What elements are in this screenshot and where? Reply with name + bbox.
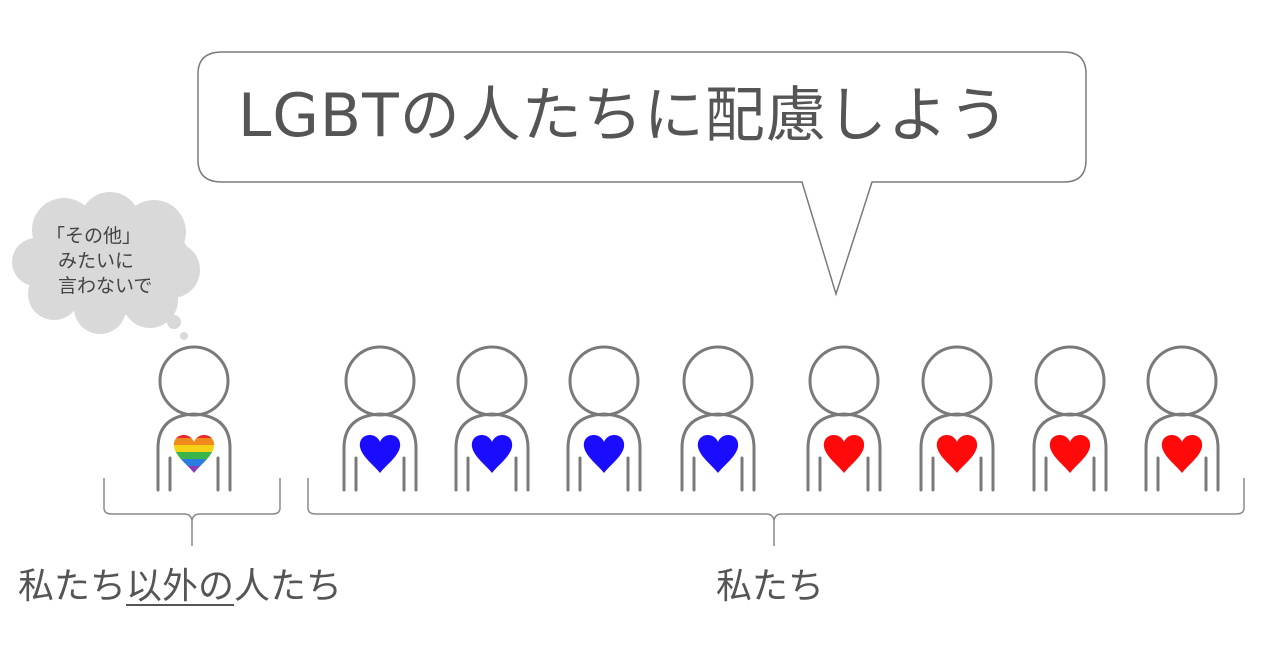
person-figure <box>1144 345 1220 492</box>
person-figure <box>156 345 232 492</box>
red-heart-icon <box>936 434 978 473</box>
label-others: 私たち以外の人たち <box>18 562 342 612</box>
person-body <box>919 412 995 492</box>
person-body <box>566 412 642 492</box>
person-head <box>456 345 528 417</box>
speech-bubble <box>197 51 1087 297</box>
red-heart-icon <box>823 434 865 473</box>
person-body <box>342 412 418 492</box>
label-others-underlined: 以外の <box>126 566 235 607</box>
person-figure <box>566 345 642 492</box>
person-body <box>156 412 232 492</box>
rainbow-heart-icon <box>173 434 215 474</box>
speech-bubble-text: LGBTの人たちに配慮しよう <box>238 81 1010 151</box>
thought-line: みたいに <box>58 250 135 272</box>
thought-cloud-text: 「その他」 みたいに 言わないで <box>46 224 206 299</box>
person-figure <box>342 345 418 492</box>
person-head <box>344 345 416 417</box>
label-others-prefix: 私たち <box>18 566 127 607</box>
blue-heart-icon <box>359 434 401 473</box>
person-head <box>158 345 230 417</box>
bracket-others <box>103 478 281 546</box>
thought-cloud <box>12 192 200 340</box>
red-heart-icon <box>1049 434 1091 473</box>
person-head <box>1146 345 1218 417</box>
label-us: 私たち <box>716 566 825 607</box>
people-group <box>156 345 1220 492</box>
blue-heart-icon <box>697 434 739 473</box>
person-head <box>568 345 640 417</box>
person-figure <box>454 345 530 492</box>
label-others-suffix: 人たち <box>234 566 343 607</box>
thought-line: 言わないで <box>58 275 153 297</box>
person-figure <box>680 345 756 492</box>
person-head <box>682 345 754 417</box>
person-figure <box>919 345 995 492</box>
person-body <box>1032 412 1108 492</box>
person-body <box>454 412 530 492</box>
red-heart-icon <box>1161 434 1203 473</box>
person-head <box>921 345 993 417</box>
person-head <box>1034 345 1106 417</box>
person-figure <box>806 345 882 492</box>
thought-line: 「その他」 <box>46 225 142 247</box>
blue-heart-icon <box>583 434 625 473</box>
person-body <box>680 412 756 492</box>
person-body <box>1144 412 1220 492</box>
person-head <box>808 345 880 417</box>
blue-heart-icon <box>471 434 513 473</box>
bracket-us <box>307 478 1245 546</box>
person-body <box>806 412 882 492</box>
person-figure <box>1032 345 1108 492</box>
